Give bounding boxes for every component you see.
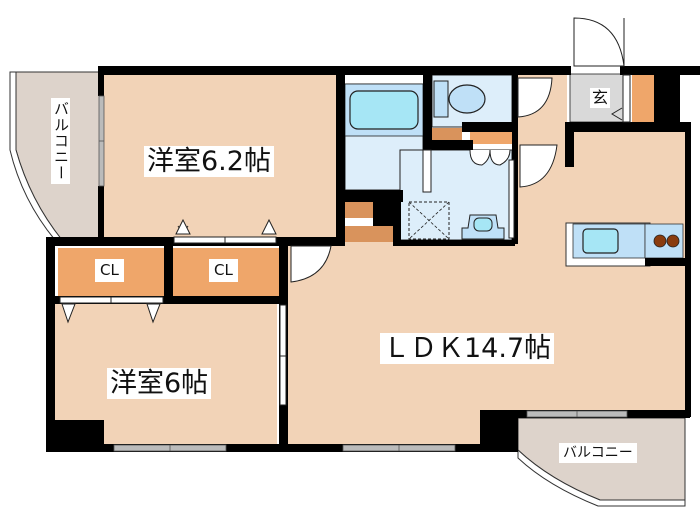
room-label-entrance: 玄	[590, 88, 611, 108]
bathtub-icon	[349, 90, 419, 130]
room-label-closet-2: CL	[209, 259, 238, 282]
toilet-tank-icon	[433, 80, 449, 118]
sink-icon	[582, 228, 619, 254]
room-label-western-2: 洋室6帖	[107, 368, 212, 399]
storage-hall-2	[345, 226, 393, 242]
kitchen-counter	[565, 222, 685, 267]
room-label-balcony-west: バルコニー	[51, 98, 70, 184]
room-label-closet-1: CL	[95, 259, 124, 282]
washroom	[399, 149, 513, 241]
toilet-bowl-icon	[448, 84, 486, 114]
stove-burner-icon	[666, 234, 680, 248]
toilet-room	[431, 74, 513, 128]
room-label-western-1: 洋室6.2帖	[144, 146, 274, 177]
storage-shoe	[632, 75, 654, 122]
doors	[59, 17, 631, 406]
stove-burner-icon	[653, 234, 667, 248]
room-floor-ldk	[288, 132, 685, 444]
windows	[98, 95, 628, 452]
storage-hall-1	[340, 200, 373, 218]
storage-toilet	[432, 128, 462, 142]
room-label-ldk: ＬＤＫ14.7帖	[380, 333, 555, 364]
bathroom	[344, 83, 424, 191]
room-label-balcony-south: バルコニー	[559, 443, 637, 463]
storage-wash	[470, 132, 518, 144]
